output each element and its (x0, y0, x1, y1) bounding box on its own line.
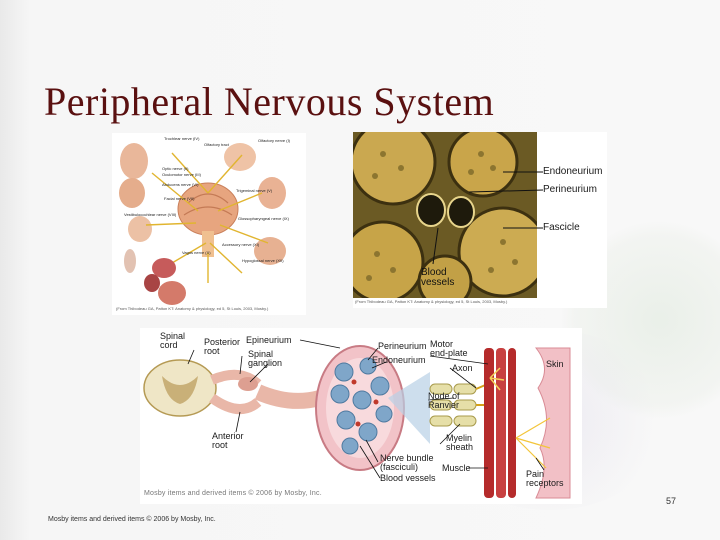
label-blood-vessels: Blood vessels (421, 268, 454, 288)
cranial-nerves-figure: Trochlear nerve (IV) Olfactory tract Olf… (112, 133, 306, 315)
label-trigeminal: Trigeminal nerve (V) (236, 189, 272, 193)
label-vagus: Vagus nerve (X) (182, 251, 211, 255)
label-myelin-sheath: Myelin sheath (446, 434, 473, 452)
label-motor-end-plate: Motor end-plate (430, 340, 468, 358)
slide-footer: Mosby items and derived items © 2006 by … (48, 516, 216, 523)
label-perineurium-diagram: Perineurium (378, 342, 427, 351)
label-hypoglossal: Hypoglossal nerve (XII) (242, 259, 284, 263)
label-axon: Axon (452, 364, 473, 373)
label-optic: Optic nerve (II) (162, 167, 188, 171)
label-olfactory-nerve: Olfactory nerve (I) (258, 139, 290, 143)
label-skin: Skin (546, 360, 564, 369)
label-posterior-root: Posterior root (204, 338, 240, 356)
label-spinal-ganglion: Spinal ganglion (248, 350, 282, 368)
nerve-micrograph-figure: Endoneurium Perineurium Fascicle Blood v… (353, 132, 607, 308)
label-endoneurium-diagram: Endoneurium (372, 356, 426, 365)
label-nerve-bundle: Nerve bundle (fasciculi) (380, 454, 434, 472)
label-pain-receptors: Pain receptors (526, 470, 564, 488)
figure-credit: Mosby items and derived items © 2006 by … (144, 490, 322, 497)
label-olfactory-tract: Olfactory tract (204, 143, 229, 147)
label-oculomotor: Oculomotor nerve (III) (162, 173, 201, 177)
label-endoneurium: Endoneurium (543, 167, 602, 177)
label-spinal-cord: Spinal cord (160, 332, 185, 350)
label-accessory: Accessory nerve (XI) (222, 243, 259, 247)
cranial-figure-caption: (From Thibodeau GA, Patton KT: Anatomy &… (116, 306, 268, 311)
nerve-anatomy-figure: Spinal cord Posterior root Epineurium Sp… (140, 328, 582, 504)
label-facial: Facial nerve (VII) (164, 197, 194, 201)
label-epineurium: Epineurium (246, 336, 292, 345)
label-fascicle: Fascicle (543, 223, 580, 233)
label-abducens: Abducens nerve (VI) (162, 183, 198, 187)
label-node-of-ranvier: Node of Ranvier (428, 392, 460, 410)
label-muscle: Muscle (442, 464, 471, 473)
cranial-nerves-illustration (112, 133, 306, 315)
label-anterior-root: Anterior root (212, 432, 244, 450)
label-glossopharyngeal: Glossopharyngeal nerve (IX) (238, 217, 289, 221)
micrograph-leader-lines (353, 132, 607, 308)
label-blood-vessels-diagram: Blood vessels (380, 474, 436, 483)
label-trochlear: Trochlear nerve (IV) (164, 137, 199, 141)
label-perineurium: Perineurium (543, 185, 597, 195)
label-vestibulocochlear: Vestibulocochlear nerve (VIII) (124, 213, 176, 217)
micrograph-caption: (From Thibodeau GA, Patton KT: Anatomy &… (355, 299, 507, 304)
page-number: 57 (666, 496, 676, 506)
slide-title: Peripheral Nervous System (44, 78, 494, 125)
